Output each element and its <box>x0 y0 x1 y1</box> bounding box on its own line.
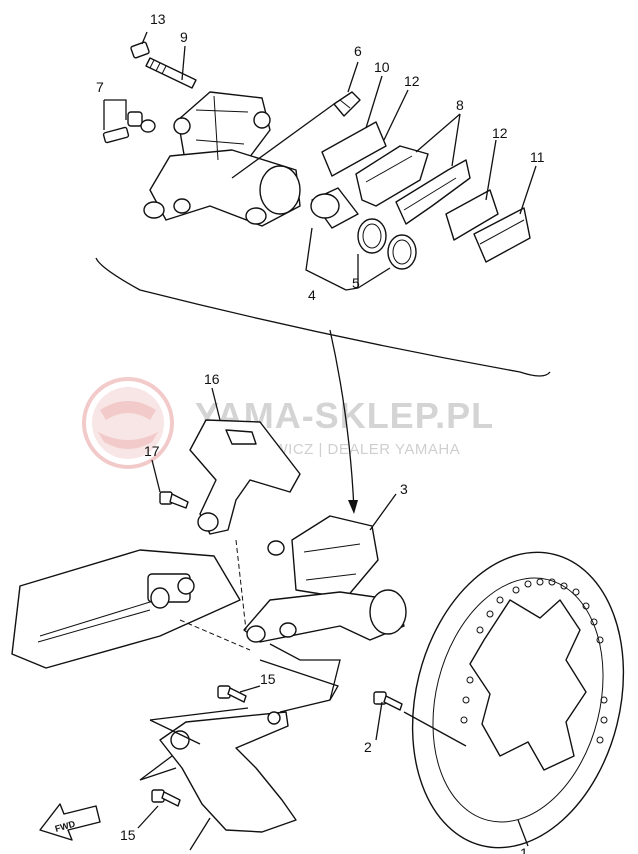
part-13-plug <box>130 41 150 59</box>
part-17-bolt <box>159 491 189 509</box>
callout-2: 2 <box>364 739 372 755</box>
caliper-guard <box>159 711 297 833</box>
callout-numbers: 13 9 7 6 10 12 8 12 11 4 5 16 17 3 15 2 … <box>96 11 545 854</box>
part-15-bolts <box>151 685 247 807</box>
callout-11: 11 <box>530 149 545 165</box>
caliper-exploded-top <box>95 31 551 514</box>
dealer-logo-icon <box>82 377 174 469</box>
callout-6: 6 <box>354 43 362 59</box>
part-10-shim <box>321 121 387 177</box>
part-1-brake-disc <box>411 551 625 849</box>
part-6-pad-clip <box>333 91 361 117</box>
part-2-disc-bolt <box>373 691 403 711</box>
callout-10: 10 <box>374 59 390 75</box>
callout-15-bottom: 15 <box>120 827 136 843</box>
callout-5: 5 <box>352 275 360 291</box>
callout-12-right: 12 <box>492 125 508 141</box>
callout-4: 4 <box>308 287 316 303</box>
part-8-brake-pads <box>355 145 471 225</box>
callout-13: 13 <box>150 11 166 27</box>
part-5-seals <box>357 218 417 270</box>
part-4-piston <box>310 187 359 229</box>
callout-16: 16 <box>204 371 220 387</box>
part-9-pad-pin <box>145 57 197 89</box>
callout-12-top: 12 <box>404 73 420 89</box>
part-3-caliper-assembly <box>243 515 407 643</box>
part-16-caliper-bracket <box>189 419 301 535</box>
callout-17: 17 <box>144 443 160 459</box>
swingarm <box>11 549 241 669</box>
callout-9: 9 <box>180 29 188 45</box>
callout-15-top: 15 <box>260 671 276 687</box>
part-12-shim-right <box>445 189 499 241</box>
part-11-shim <box>473 207 531 263</box>
caliper-body <box>143 91 301 227</box>
fwd-arrow-icon: FWD <box>39 803 101 841</box>
callout-8: 8 <box>456 97 464 113</box>
callout-1: 1 <box>520 845 528 854</box>
callout-3: 3 <box>400 481 408 497</box>
caliper-assembly-lower <box>11 387 625 851</box>
part-7-bleed-screw <box>102 111 156 144</box>
callout-7: 7 <box>96 79 104 95</box>
